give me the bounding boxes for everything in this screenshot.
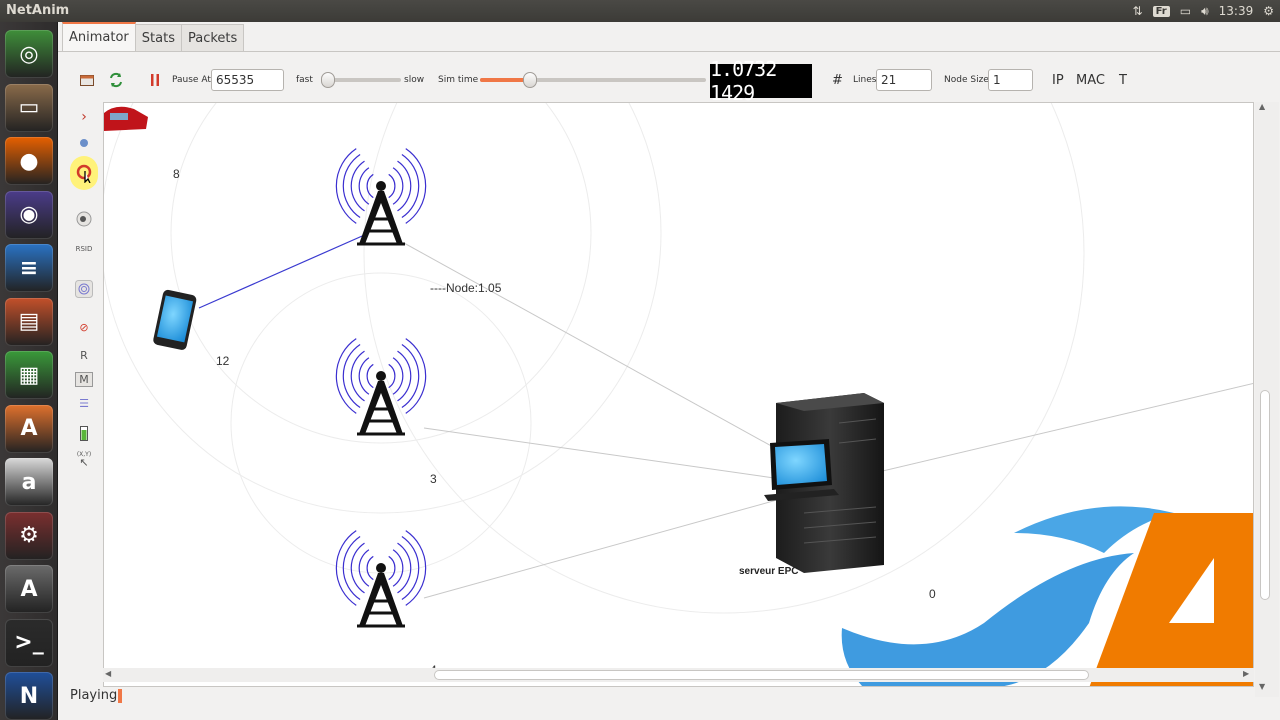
launcher-eclipse-icon[interactable]: ◉: [5, 190, 53, 239]
list-icon[interactable]: ☰: [79, 396, 89, 410]
r-button[interactable]: R: [80, 348, 88, 362]
tab-bar: Animator Stats Packets: [58, 22, 245, 52]
phone-link: [198, 232, 370, 309]
tower-2-icon[interactable]: [335, 338, 427, 436]
m-button[interactable]: M: [70, 368, 98, 390]
tower-1-label: ----Node:1.05: [430, 281, 502, 295]
t-toggle[interactable]: T: [1119, 72, 1127, 88]
sim-time-label: Sim time: [438, 75, 479, 85]
launcher-firefox-icon[interactable]: ●: [5, 137, 53, 185]
horizontal-scroll-thumb[interactable]: [434, 670, 1089, 680]
launcher-terminal-icon[interactable]: >_: [5, 618, 53, 667]
launcher-ubuntu-dash-icon[interactable]: ◎: [5, 30, 53, 78]
lines-spinbox[interactable]: [876, 69, 932, 91]
step-forward-icon[interactable]: ›: [81, 109, 87, 125]
speed-slow-label: slow: [404, 75, 425, 85]
phone-node-icon[interactable]: [152, 289, 197, 351]
logo-watermark: [841, 506, 1253, 686]
node-size-spinbox[interactable]: [988, 69, 1033, 91]
tab-packets[interactable]: Packets: [180, 24, 245, 52]
m-label: M: [75, 371, 93, 387]
canvas-vertical-scrollbar[interactable]: ▲ ▼: [1255, 102, 1279, 697]
scroll-up-arrow-icon[interactable]: ▲: [1259, 102, 1266, 111]
launcher-software-updater-icon[interactable]: A: [5, 565, 53, 613]
sim-time-display: 1.0732 1429: [710, 57, 812, 105]
fingerprint-icon[interactable]: [70, 278, 98, 300]
battery-icon[interactable]: ▭: [1179, 4, 1192, 18]
range-circles: [104, 103, 1085, 614]
animator-toolbar: Pause At fast slow Sim time # Lines Node…: [58, 62, 1280, 98]
node-trace-icon[interactable]: [70, 208, 98, 230]
cursor-arrow-icon: ↖: [79, 455, 89, 469]
node-size-label: Node Size: [944, 75, 989, 85]
pause-at-input[interactable]: [211, 69, 284, 91]
car-icon[interactable]: [104, 106, 148, 131]
canvas-horizontal-scrollbar[interactable]: ◀ ▶: [103, 668, 1254, 682]
tower-1-icon[interactable]: [335, 148, 427, 246]
status-bar: Playing: [70, 688, 123, 703]
speed-slider[interactable]: [321, 72, 401, 88]
vertical-scroll-thumb[interactable]: [1260, 390, 1270, 600]
pause-at-label: Pause At: [172, 75, 211, 85]
animation-canvas[interactable]: 8 12 ----Node:1.05 3 4: [103, 102, 1254, 687]
keyboard-layout-indicator[interactable]: Fr: [1152, 5, 1170, 17]
scroll-right-arrow-icon[interactable]: ▶: [1243, 669, 1250, 678]
tower-3-icon[interactable]: [335, 530, 427, 628]
tab-stats[interactable]: Stats: [134, 24, 182, 52]
clock[interactable]: 13:39: [1218, 4, 1254, 18]
zoom-out-icon[interactable]: [70, 156, 98, 190]
tower-2-id: 3: [430, 472, 437, 486]
xy-cursor-tool[interactable]: (X,Y) ↖: [70, 448, 98, 470]
launcher-netanim-icon[interactable]: N: [5, 672, 53, 720]
open-file-icon[interactable]: [80, 62, 94, 98]
status-progress: [118, 688, 123, 703]
launcher-files-icon[interactable]: ▭: [5, 83, 53, 132]
node-8-id: 8: [173, 167, 180, 181]
window-title: NetAnim: [6, 3, 70, 18]
session-gear-icon[interactable]: ⚙: [1263, 4, 1274, 18]
mac-toggle[interactable]: MAC: [1076, 72, 1105, 88]
launcher-software-center-icon[interactable]: A: [5, 404, 53, 453]
blocked-icon[interactable]: ⊘: [79, 320, 89, 334]
rsid-label[interactable]: RSID: [75, 245, 93, 253]
top-panel: NetAnim ⇅ Fr ▭ 🔊︎ 13:39 ⚙: [0, 0, 1280, 22]
network-icon[interactable]: ⇅: [1132, 4, 1143, 18]
netanim-window: Animator Stats Packets Pause At fast slo…: [58, 22, 1280, 720]
zoom-in-icon[interactable]: [70, 132, 98, 154]
reload-icon[interactable]: [108, 62, 124, 98]
speed-fast-label: fast: [296, 75, 313, 85]
links: [403, 242, 1253, 599]
pause-icon[interactable]: [150, 62, 160, 98]
lines-hash-icon: #: [832, 72, 843, 88]
sim-time-progress: [480, 78, 530, 82]
scroll-left-arrow-icon[interactable]: ◀: [105, 669, 112, 678]
speed-slider-handle[interactable]: [321, 72, 335, 88]
lines-label: Lines: [853, 75, 877, 85]
sim-time-slider-handle[interactable]: [522, 72, 537, 88]
battery-level-icon[interactable]: [70, 422, 98, 444]
sim-time-slider[interactable]: [480, 72, 706, 88]
phone-node-id: 12: [216, 354, 230, 368]
launcher-amazon-icon[interactable]: a: [5, 458, 53, 506]
server-epc-icon[interactable]: [764, 393, 884, 573]
server-epc-label: serveur EPC: [739, 566, 798, 577]
status-text: Playing: [70, 688, 118, 703]
system-tray: ⇅ Fr ▭ 🔊︎ 13:39 ⚙: [1133, 0, 1280, 22]
launcher-impress-icon[interactable]: ▤: [5, 297, 53, 346]
launcher-writer-icon[interactable]: ≡: [5, 244, 53, 292]
scroll-down-arrow-icon[interactable]: ▼: [1259, 682, 1266, 691]
tab-animator[interactable]: Animator: [62, 22, 136, 52]
server-node-id: 0: [929, 587, 936, 601]
launcher-calc-icon[interactable]: ▦: [5, 351, 53, 399]
tab-divider: [58, 51, 1280, 52]
ip-toggle[interactable]: IP: [1052, 72, 1064, 88]
volume-icon[interactable]: 🔊︎: [1201, 3, 1209, 18]
xy-label: (X,Y): [76, 450, 92, 458]
launcher-system-settings-icon[interactable]: ⚙: [5, 511, 53, 560]
